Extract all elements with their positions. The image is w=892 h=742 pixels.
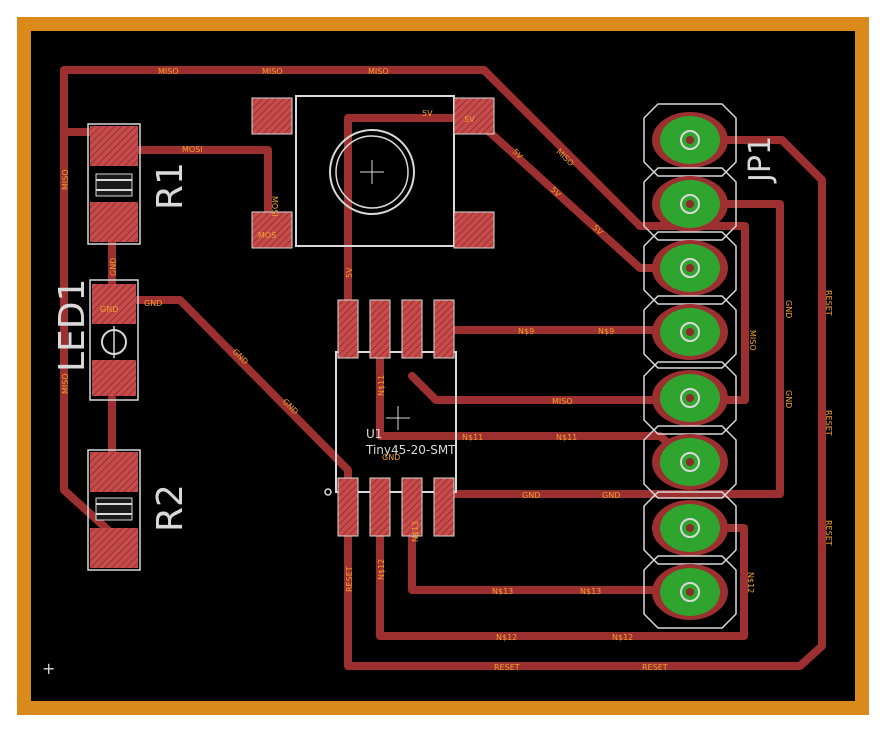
jp1-pin-outline xyxy=(643,361,737,435)
jp1-pin-hole xyxy=(680,322,700,342)
origin-marker: + xyxy=(42,659,55,678)
r2-label: R2 xyxy=(150,484,191,532)
trace-gnd xyxy=(440,200,784,498)
net-label-5v-2: 5V xyxy=(464,115,475,124)
jp1-pin-drill xyxy=(686,200,694,208)
led1-label: LED1 xyxy=(52,279,93,372)
net-label-n11-2: N$11 xyxy=(556,433,577,442)
trace-reset xyxy=(344,136,826,670)
net-label-miso-3: MISO xyxy=(368,67,389,76)
net-label-miso-v1: MISO xyxy=(61,169,70,190)
net-label-mos-pad: MOS xyxy=(258,231,276,240)
net-label-5v-v: 5V xyxy=(345,267,354,278)
net-label-5v-1: 5V xyxy=(422,109,433,118)
switch xyxy=(251,95,495,249)
u1-value-label: Tiny45-20-SMT xyxy=(365,443,456,457)
jp1-pin-outline xyxy=(643,231,737,305)
net-label-reset-v1: RESET xyxy=(824,290,833,316)
net-label-reset-v2: RESET xyxy=(824,410,833,436)
jp1-pin-hole xyxy=(680,258,700,278)
net-label-reset-u1: RESET xyxy=(345,566,354,592)
r1-resistor xyxy=(87,123,141,245)
u1-ic xyxy=(324,299,457,537)
jp1-pin-drill xyxy=(686,458,694,466)
jp1-pin-outline xyxy=(643,425,737,499)
net-label-n9-1: N$9 xyxy=(518,327,534,336)
jp1-pin-hole xyxy=(680,518,700,538)
net-label-gnd-v2: GND xyxy=(784,300,793,318)
jp1-pin-hole xyxy=(680,452,700,472)
net-label-n13-u1: N$13 xyxy=(411,521,420,542)
jp1-pin-hole xyxy=(680,582,700,602)
net-label-n12-u1: N$12 xyxy=(377,559,386,580)
net-label-n9-2: N$9 xyxy=(598,327,614,336)
net-label-n13-1: N$13 xyxy=(492,587,513,596)
net-label-gnd-2: GND xyxy=(522,491,540,500)
net-label-reset-1: RESET xyxy=(494,663,520,672)
jp1-pin-drill xyxy=(686,136,694,144)
net-label-miso-v3: MISO xyxy=(748,330,757,351)
net-label-reset-v3: RESET xyxy=(824,520,833,546)
net-label-n12-2: N$12 xyxy=(612,633,633,642)
trace-led-miso xyxy=(60,128,112,534)
net-label-gnd-v1: GND xyxy=(109,258,118,276)
trace-5v xyxy=(344,114,478,316)
net-label-n11-1: N$11 xyxy=(462,433,483,442)
net-label-miso-2: MISO xyxy=(262,67,283,76)
net-label-n12-v: N$12 xyxy=(746,572,755,593)
jp1-header xyxy=(643,103,737,629)
net-label-miso-4: MISO xyxy=(552,397,573,406)
u1-name-label: U1 xyxy=(366,427,382,441)
jp1-pin-drill xyxy=(686,524,694,532)
net-label-gnd-3: GND xyxy=(602,491,620,500)
net-label-gnd-v3: GND xyxy=(784,390,793,408)
jp1-pin-hole xyxy=(680,194,700,214)
jp1-pin-outline xyxy=(643,167,737,241)
jp1-pin-drill xyxy=(686,264,694,272)
board-outline xyxy=(17,17,869,715)
trace-mosi xyxy=(108,146,272,230)
r2-resistor xyxy=(87,449,141,571)
jp1-pin-outline xyxy=(643,555,737,629)
net-label-reset-2: RESET xyxy=(642,663,668,672)
r1-label: R1 xyxy=(150,162,191,210)
net-label-mosi-1: MOSI xyxy=(182,145,203,154)
jp1-pin-drill xyxy=(686,394,694,402)
net-label-gnd-u1: GND xyxy=(382,453,400,462)
net-label-gnd-1: GND xyxy=(144,299,162,308)
trace-n13 xyxy=(408,506,694,594)
jp1-pin-drill xyxy=(686,588,694,596)
net-label-gnd-pad: GND xyxy=(100,305,118,314)
trace-miso xyxy=(60,66,749,404)
jp1-label: JP1 xyxy=(743,136,778,184)
jp1-pin-drill xyxy=(686,328,694,336)
jp1-pin-hole xyxy=(680,130,700,150)
net-label-miso-v2: MISO xyxy=(61,373,70,394)
jp1-pin-outline xyxy=(643,295,737,369)
jp1-pin-outline xyxy=(643,491,737,565)
net-label-n12-1: N$12 xyxy=(496,633,517,642)
net-label-n11-v: N$11 xyxy=(377,375,386,396)
jp1-pin-hole xyxy=(680,388,700,408)
jp1-pin-outline xyxy=(643,103,737,177)
net-label-miso-1: MISO xyxy=(158,67,179,76)
led1 xyxy=(89,279,139,401)
net-label-n13-2: N$13 xyxy=(580,587,601,596)
net-label-mosi-v: MOSI xyxy=(270,196,279,217)
